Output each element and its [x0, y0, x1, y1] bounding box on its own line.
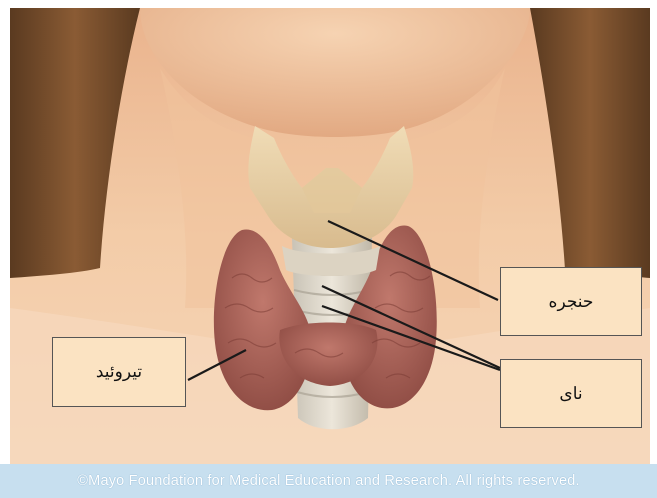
thyroid-label: تیروئید — [52, 337, 186, 407]
larynx-label: حنجره — [500, 267, 642, 336]
trachea-label: نای — [500, 359, 642, 428]
copyright-credit: ©Mayo Foundation for Medical Education a… — [0, 464, 657, 498]
